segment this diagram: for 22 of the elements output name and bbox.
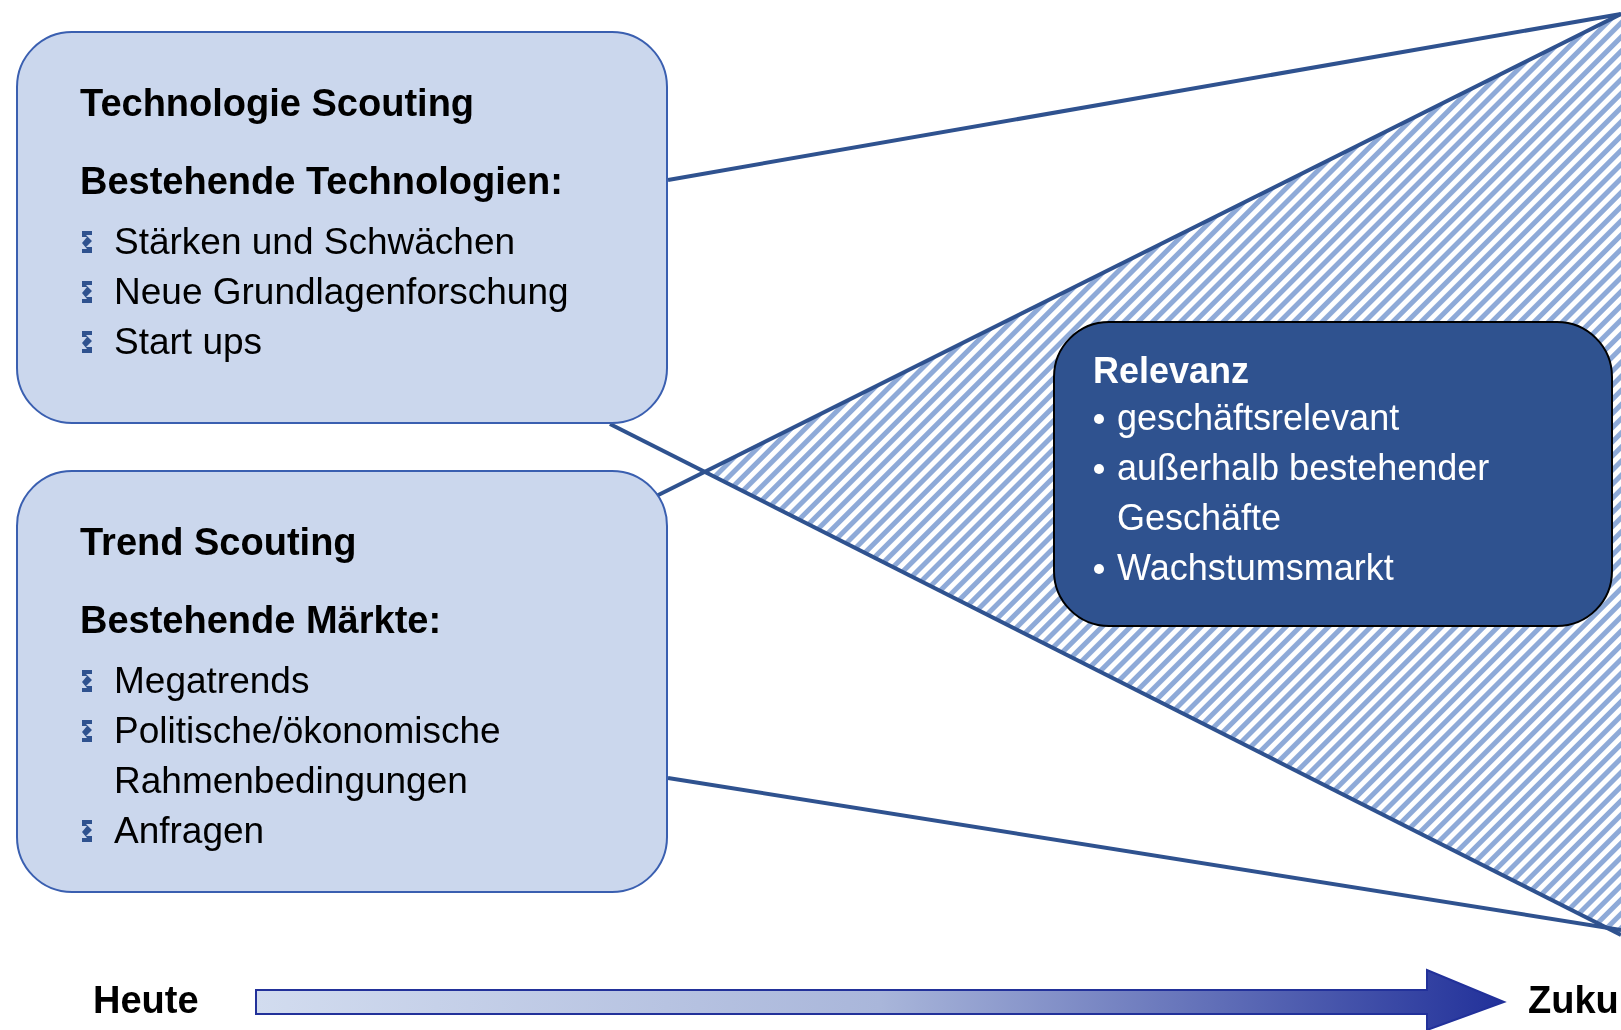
connector-line (667, 12, 1621, 182)
bullet-text: geschäftsrelevant (1117, 396, 1400, 440)
bullet-text: Megatrends (114, 659, 310, 703)
connector-line (667, 775, 1621, 932)
bullet-text: Anfragen (114, 809, 265, 853)
rounded-box (16, 470, 668, 893)
bullet-text: Politische/ökonomische Rahmenbedingungen (114, 709, 502, 803)
bullet-text: außerhalb bestehender Geschäfte (1117, 446, 1491, 540)
box-subheading: Bestehende Technologien: (80, 159, 564, 204)
bullet-text: Start ups (114, 320, 263, 364)
timeline-label: Heute (93, 978, 199, 1022)
callout-box (1053, 321, 1613, 627)
box-title: Trend Scouting (80, 520, 358, 565)
timeline-label: Zuku (1528, 978, 1619, 1022)
bullet-text: Wachstumsmarkt (1117, 546, 1394, 590)
box-title: Technologie Scouting (80, 81, 476, 126)
bullet-text: Stärken und Schwächen (114, 220, 516, 264)
box-title: Relevanz (1093, 349, 1251, 393)
connector-line (609, 422, 1621, 937)
rounded-box (16, 31, 668, 424)
bullet-text: Neue Grundlagenforschung (114, 270, 569, 314)
box-subheading: Bestehende Märkte: (80, 598, 443, 643)
